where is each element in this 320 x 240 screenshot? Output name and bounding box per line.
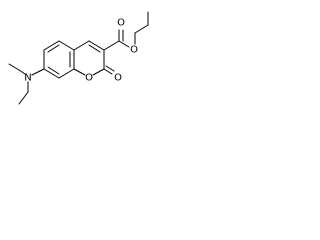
bond-ester-ch2-ch3 bbox=[134, 24, 149, 34]
bonds bbox=[8, 11, 149, 105]
bond-c6-c5 bbox=[43, 40, 60, 51]
bond-c2-carbonyl-a bbox=[103, 68, 113, 75]
bond-c8-c7-inner bbox=[47, 66, 60, 75]
bond-c4-c3 bbox=[88, 40, 105, 51]
bond-c4a-c4 bbox=[73, 40, 90, 51]
bond-ester-c-o bbox=[118, 40, 130, 48]
bond-c4-c3-inner bbox=[88, 44, 101, 53]
nitrogen-atom-label: N bbox=[24, 73, 31, 84]
bond-ethyl1-ch3-ch2 bbox=[8, 63, 20, 71]
ester-carbonyl-oxygen-label: O bbox=[117, 18, 125, 29]
bond-ethyl2-ch2-ch3 bbox=[18, 91, 29, 105]
bond-c8-c7 bbox=[43, 68, 60, 79]
bond-n-c7 bbox=[31, 68, 45, 76]
bond-c8a-c8 bbox=[58, 68, 75, 79]
bond-c2-carbonyl-b bbox=[105, 65, 115, 72]
ring-oxygen-atom-label: O bbox=[85, 73, 93, 84]
bond-c5-c4a bbox=[58, 40, 75, 51]
bond-c2-o1 bbox=[92, 68, 105, 76]
bond-c3-ester-c bbox=[103, 40, 120, 51]
bond-ethyl1-ch2-n bbox=[18, 69, 26, 75]
bond-c6-c5-inner bbox=[47, 44, 60, 53]
atom-labels: N O O O O bbox=[24, 18, 138, 84]
bond-o1-c8a bbox=[73, 68, 86, 76]
lactone-carbonyl-oxygen-label: O bbox=[114, 73, 122, 84]
ester-oxygen-label: O bbox=[130, 45, 138, 56]
chemical-structure-diagram: N O O O O bbox=[8, 11, 149, 105]
